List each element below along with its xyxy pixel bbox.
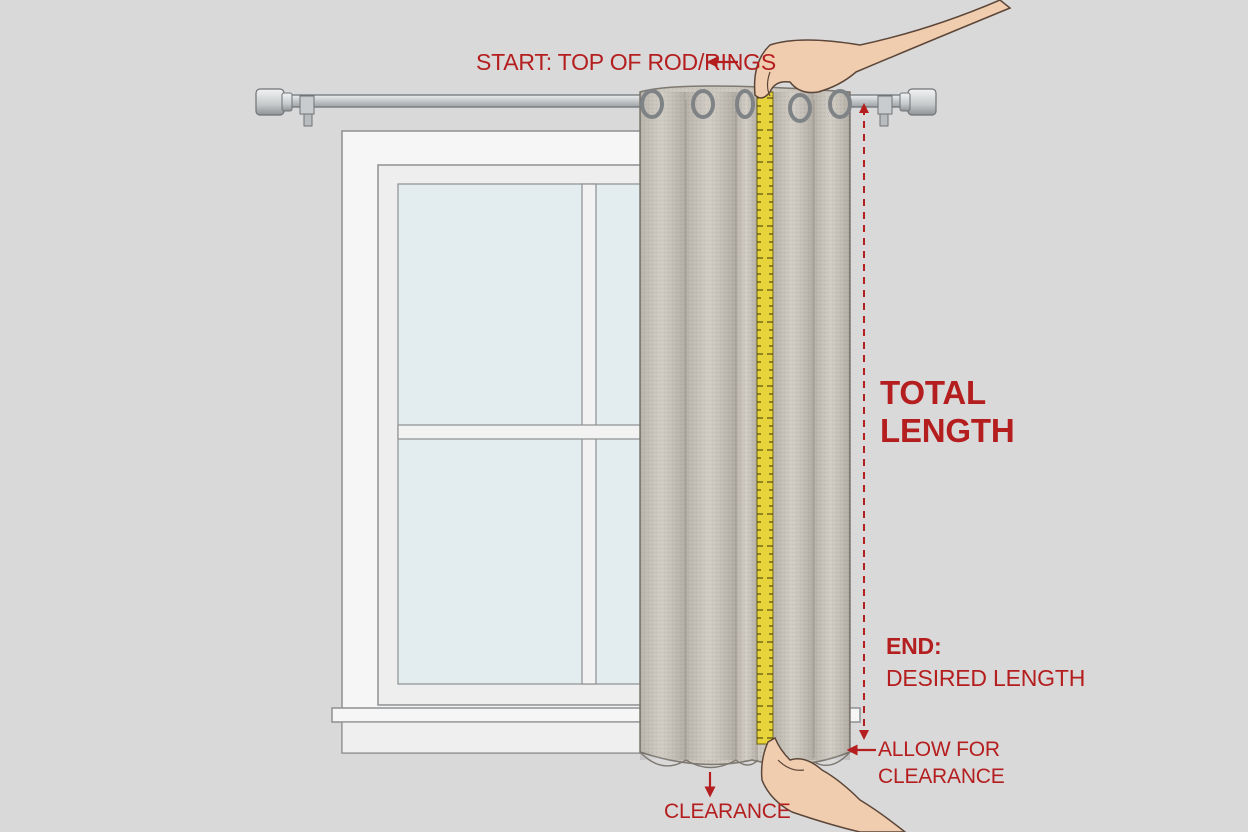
curtain-pleat xyxy=(736,92,758,760)
total-length-label: TOTAL LENGTH xyxy=(880,374,1015,450)
start-label: START: TOP OF ROD/RINGS xyxy=(476,49,776,75)
allow-clearance-label: ALLOW FOR CLEARANCE xyxy=(878,736,1005,790)
grommet xyxy=(828,89,852,119)
curtain-pleat xyxy=(640,92,686,760)
pleat-folds xyxy=(685,100,815,758)
window-rail xyxy=(397,424,649,440)
grommet xyxy=(691,89,715,119)
hands xyxy=(753,0,1012,832)
curtain-pleat xyxy=(814,92,850,760)
top-hand xyxy=(753,0,1012,99)
rod-bracket-left xyxy=(299,95,315,115)
allow-clearance-line1: ALLOW FOR xyxy=(878,738,1000,761)
annotations xyxy=(704,56,876,798)
rod-bracket-right xyxy=(877,95,893,115)
curtain-panel xyxy=(639,85,851,771)
grommet xyxy=(735,89,755,119)
grommet xyxy=(788,93,812,123)
bottom-hand xyxy=(760,736,907,832)
top-hand-finger xyxy=(766,71,771,97)
finial-right xyxy=(907,88,937,116)
window xyxy=(331,130,861,754)
total-length-line2: LENGTH xyxy=(880,412,1015,449)
total-length-line1: TOTAL xyxy=(880,374,986,411)
window-apron xyxy=(341,721,649,754)
end-label-line2: DESIRED LENGTH xyxy=(886,665,1086,691)
bracket-mount-left xyxy=(303,113,313,127)
end-label-line1: END: xyxy=(886,633,942,659)
grommet xyxy=(640,89,664,119)
bottom-hand-finger xyxy=(777,759,805,771)
grommet-rings xyxy=(640,89,852,123)
finial-right-collar xyxy=(899,92,911,112)
curtain-pleat xyxy=(774,92,814,760)
clearance-label: CLEARANCE xyxy=(664,800,791,823)
finial-left xyxy=(255,88,285,116)
measuring-tape xyxy=(756,91,774,745)
allow-clearance-line2: CLEARANCE xyxy=(878,765,1005,788)
end-label: END: DESIRED LENGTH xyxy=(886,630,1085,694)
curtain-pleat xyxy=(686,92,736,760)
bracket-mount-right xyxy=(879,113,889,127)
finial-left-collar xyxy=(281,92,293,112)
